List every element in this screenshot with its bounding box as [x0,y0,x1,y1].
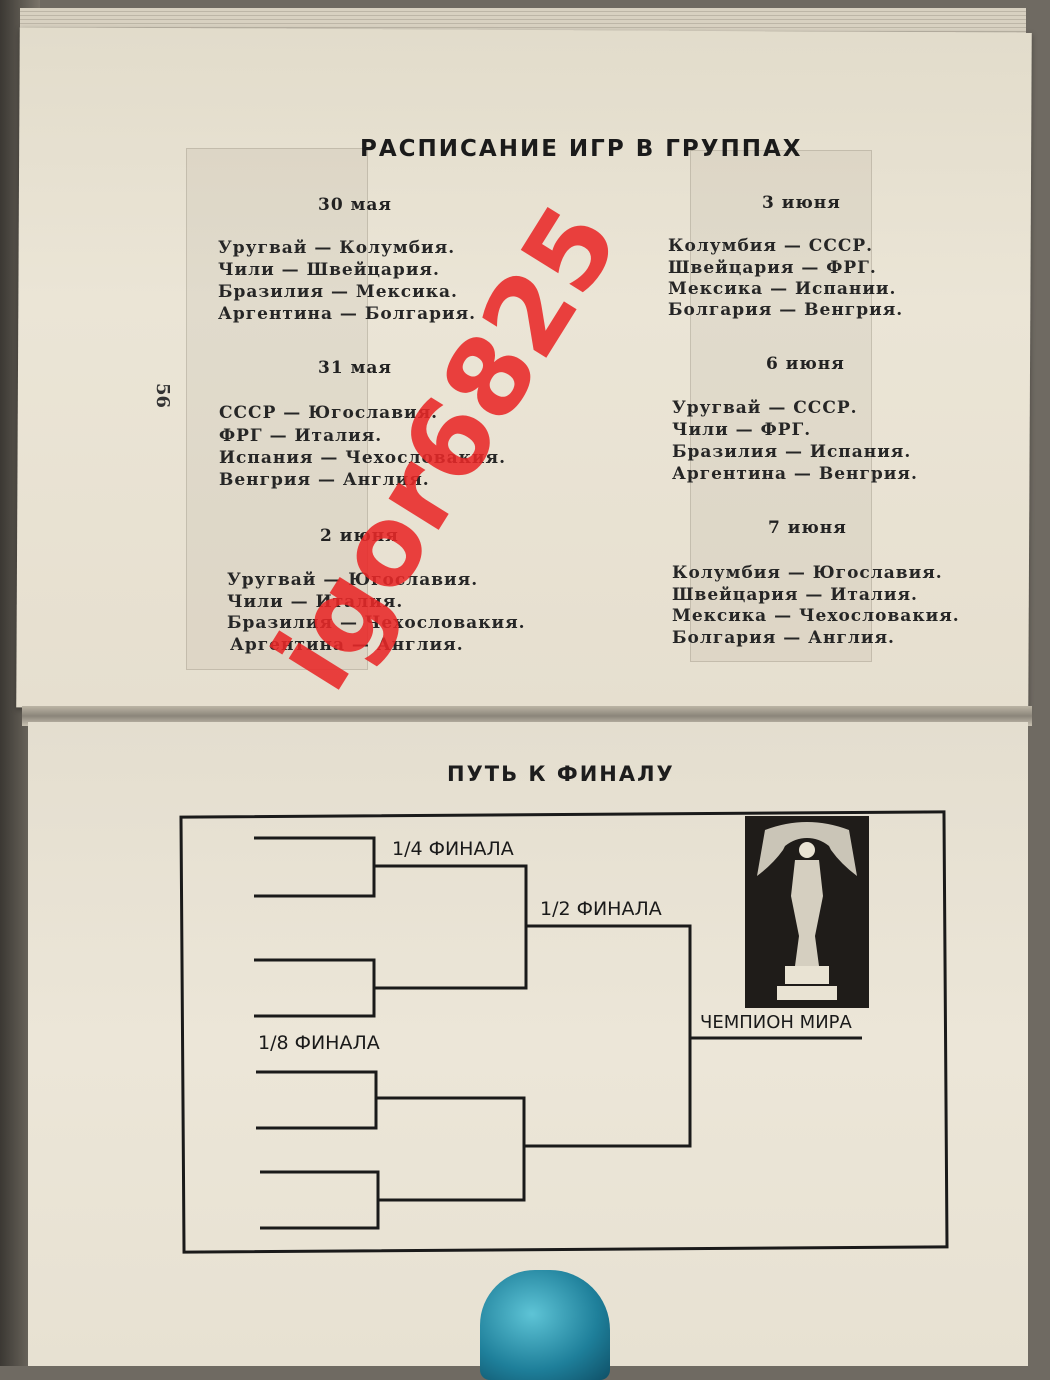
match-line: Аргентина — Англия. [230,635,464,655]
bracket-line [524,924,692,1148]
show-through-print [186,148,368,670]
thumb [480,1270,610,1380]
match-line: Чили — Швейцария. [218,260,440,280]
match-line: Болгария — Англия. [672,628,895,648]
date-heading: 7 июня [768,518,847,538]
match-line: Аргентина — Болгария. [218,304,477,324]
match-line: СССР — Югославия. [219,403,439,423]
date-heading: 3 июня [762,193,841,213]
match-line: Колумбия — Югославия. [672,563,943,583]
match-line: Болгария — Венгрия. [668,300,904,320]
schedule-title: РАСПИСАНИЕ ИГР В ГРУППАХ [360,136,803,162]
bracket-line [260,1170,380,1230]
date-heading: 31 мая [318,358,392,378]
champion-label: ЧЕМПИОН МИРА [700,1012,852,1033]
match-line: Чили — Италия. [227,592,404,612]
bracket-line [376,1096,526,1202]
match-line: Чили — ФРГ. [672,420,812,440]
bracket-line [254,958,376,1018]
match-line: Бразилия — Мексика. [218,282,458,302]
match-line: Испания — Чехословакия. [219,448,506,468]
match-line: Мексика — Чехословакия. [672,606,960,626]
eighth-final-label: 1/8 ФИНАЛА [258,1032,380,1054]
semi-final-label: 1/2 ФИНАЛА [540,898,662,920]
match-line: ФРГ — Италия. [219,426,383,446]
match-line: Венгрия — Англия. [219,470,430,490]
book-gutter [22,706,1032,726]
date-heading: 2 июня [320,526,399,546]
match-line: Аргентина — Венгрия. [672,464,918,484]
show-through-print [690,150,872,662]
match-line: Уругвай — Колумбия. [218,238,456,258]
date-heading: 30 мая [318,195,392,215]
match-line: Швейцария — Италия. [672,585,918,605]
quarter-final-label: 1/4 ФИНАЛА [392,838,514,860]
match-line: Швейцария — ФРГ. [668,258,877,278]
match-line: Бразилия — Испания. [672,442,912,462]
trophy-icon [745,816,869,1008]
bracket-title: ПУТЬ К ФИНАЛУ [447,762,675,786]
match-line: Уругвай — Югославия. [227,570,479,590]
match-line: Бразилия — Чехословакия. [227,613,526,633]
bracket-line [254,836,376,898]
match-line: Уругвай — СССР. [672,398,858,418]
date-heading: 6 июня [766,354,845,374]
bracket-line [374,864,528,990]
match-line: Мексика — Испании. [668,279,897,299]
bracket-line [256,1070,378,1130]
match-line: Колумбия — СССР. [668,236,874,256]
